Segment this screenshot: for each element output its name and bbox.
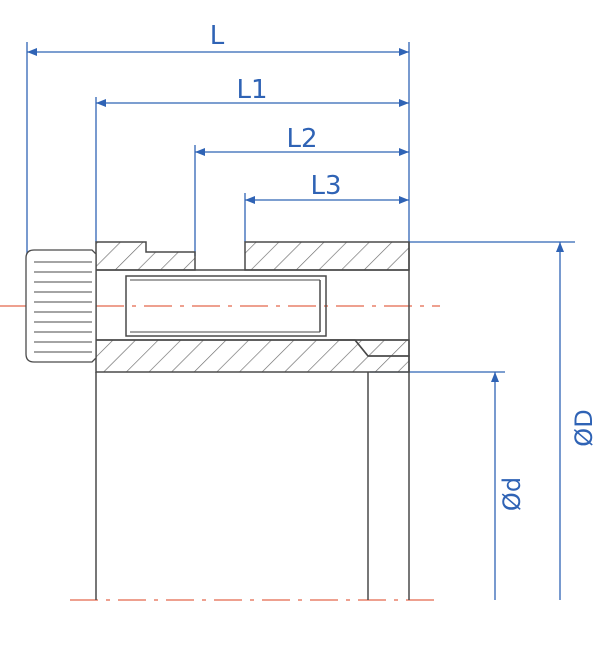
bolt-head-outline	[25, 249, 97, 363]
bolt-head	[25, 249, 97, 363]
upper-section-left	[95, 241, 196, 271]
upper-section-right	[244, 241, 410, 271]
part-outline	[95, 241, 410, 600]
label-L2: L2	[286, 124, 317, 154]
label-Od: Ød	[498, 477, 526, 511]
label-L: L	[210, 21, 225, 51]
bolt-shank	[125, 275, 327, 337]
label-L1: L1	[236, 75, 267, 105]
knurl-lines	[34, 261, 92, 353]
label-OD: ØD	[570, 409, 598, 446]
label-L3: L3	[310, 171, 341, 201]
